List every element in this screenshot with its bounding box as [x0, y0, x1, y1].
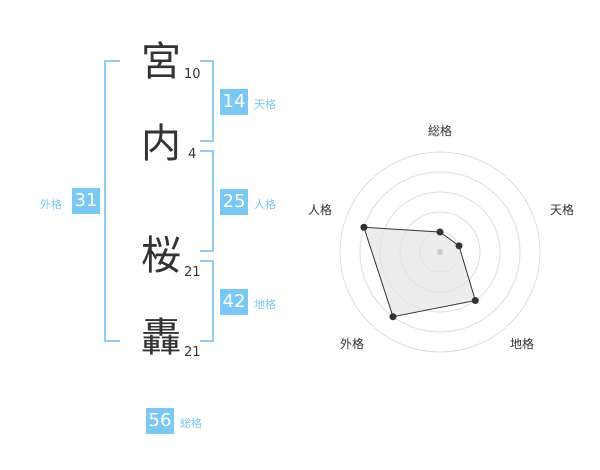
name-char-2: 内	[141, 121, 181, 167]
gaikaku-label: 外格	[40, 198, 62, 211]
tenkaku-bracket	[200, 60, 214, 142]
radar-center	[437, 249, 443, 255]
name-char-3: 桜	[141, 233, 181, 279]
name-char-1-strokes: 10	[184, 67, 201, 82]
radar-point	[455, 242, 463, 250]
name-char-3-strokes: 21	[184, 265, 201, 280]
radar-points	[360, 223, 479, 321]
radar-grid-ring	[339, 151, 541, 353]
radar-point	[436, 228, 444, 236]
radar-point	[360, 223, 368, 231]
jinkaku-bracket	[200, 150, 214, 252]
radar-axis-label-jinkaku: 人格	[308, 203, 333, 217]
radar-point	[471, 297, 479, 305]
gaikaku-value-box: 31	[72, 188, 100, 214]
tenkaku-label: 天格	[254, 98, 276, 111]
tenkaku-value-box: 14	[220, 89, 248, 115]
radar-axis-label-tenkaku: 天格	[550, 203, 575, 217]
name-char-4-strokes: 21	[184, 345, 201, 360]
radar-axis-label-gaikaku: 外格	[340, 337, 365, 351]
name-char-1: 宮	[141, 39, 181, 85]
radar-point	[389, 313, 397, 321]
chikaku-value-box: 42	[220, 289, 248, 315]
radar-grid-ring	[359, 171, 521, 333]
chikaku-bracket	[200, 260, 214, 342]
jinkaku-label: 人格	[254, 198, 276, 211]
radar-area	[363, 226, 476, 318]
chikaku-label: 地格	[254, 298, 276, 311]
radar-axis-label-chikaku: 地格	[510, 337, 535, 351]
soukaku-label: 総格	[180, 417, 202, 430]
jinkaku-value-box: 25	[220, 189, 248, 215]
radar-axis-label-soukaku: 総格	[428, 124, 453, 138]
soukaku-value-box: 56	[146, 408, 174, 434]
outer-bracket	[104, 60, 120, 342]
name-char-2-strokes: 4	[188, 147, 197, 162]
name-char-4: 轟	[141, 315, 181, 361]
